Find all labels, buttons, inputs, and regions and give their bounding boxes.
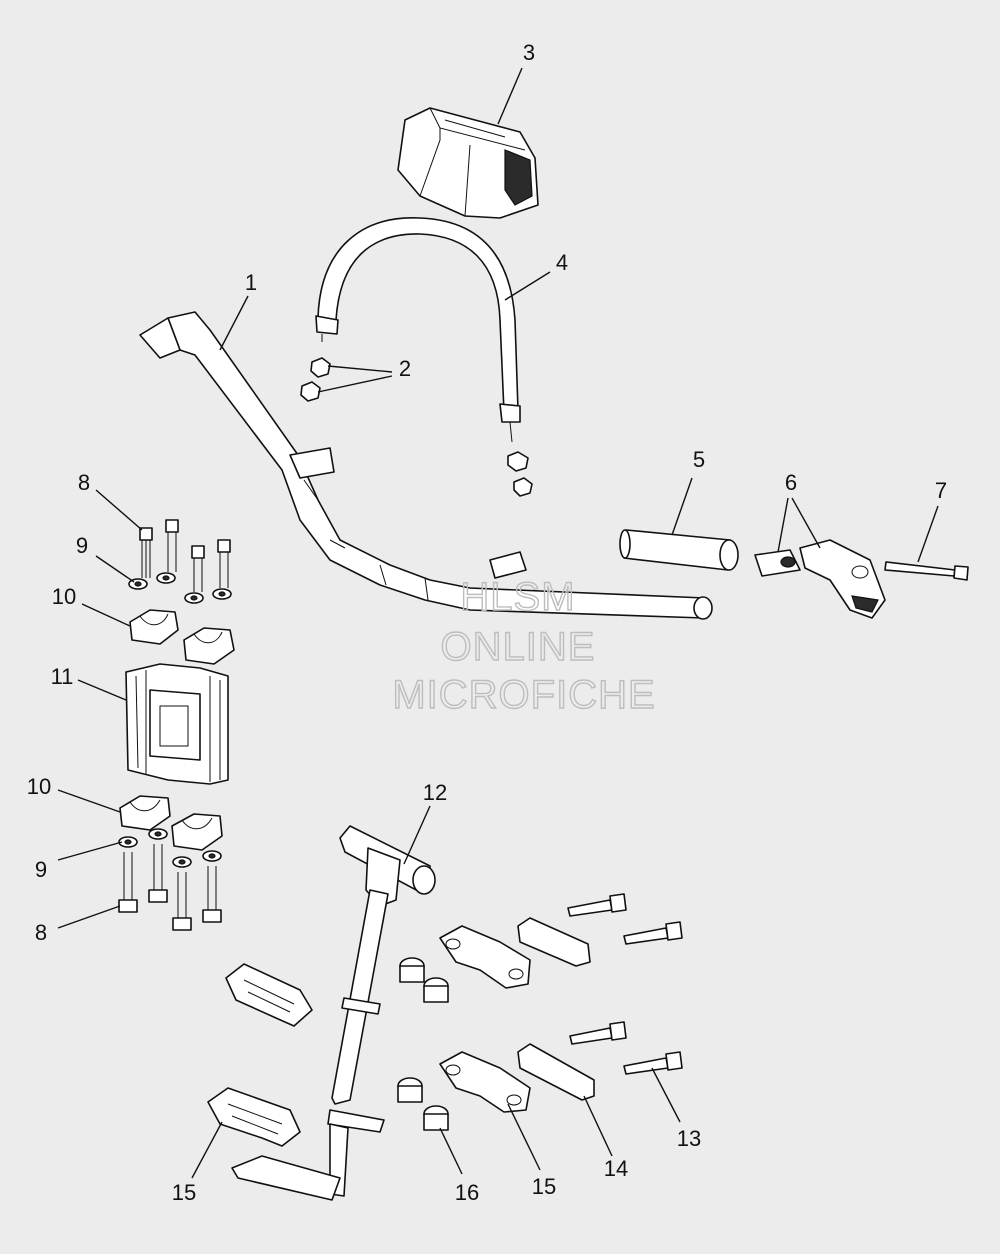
callout-8-lower[interactable]: 8 xyxy=(35,920,47,945)
bracket-set-upper xyxy=(225,893,683,1027)
part-5-grip xyxy=(619,529,739,571)
callout-4[interactable]: 4 xyxy=(556,250,568,275)
callout-10-lower[interactable]: 10 xyxy=(27,774,51,799)
part-10-lower-clamps xyxy=(119,795,223,851)
part-8-9-upper-bolts-washers xyxy=(128,519,232,604)
callout-14[interactable]: 14 xyxy=(604,1156,628,1181)
callout-3[interactable]: 3 xyxy=(523,40,535,65)
watermark-line-2: ONLINE xyxy=(441,625,596,669)
callout-10-upper[interactable]: 10 xyxy=(52,584,76,609)
part-4-arch-tube xyxy=(315,217,521,443)
callout-13[interactable]: 13 xyxy=(677,1126,701,1151)
leader-lines xyxy=(57,67,939,1179)
part-11-riser xyxy=(125,663,229,785)
callout-8-upper[interactable]: 8 xyxy=(78,470,90,495)
part-2-nuts xyxy=(300,357,533,497)
part-8-9-lower-bolts-washers xyxy=(118,828,222,931)
callout-9-upper[interactable]: 9 xyxy=(76,533,88,558)
watermark: HLSM ONLINE MICROFICHE xyxy=(392,574,656,717)
callout-9-lower[interactable]: 9 xyxy=(35,857,47,882)
watermark-line-1: HLSM xyxy=(460,575,575,619)
callout-16[interactable]: 16 xyxy=(455,1180,479,1205)
part-12-steering-post xyxy=(231,825,436,1201)
callout-6[interactable]: 6 xyxy=(785,470,797,495)
callout-2[interactable]: 2 xyxy=(399,356,411,381)
part-3-cover xyxy=(397,107,539,219)
callout-11[interactable]: 11 xyxy=(51,664,74,689)
part-7-bolt xyxy=(884,561,969,581)
callout-1[interactable]: 1 xyxy=(245,270,257,295)
callout-12[interactable]: 12 xyxy=(423,780,447,805)
callout-15-left[interactable]: 15 xyxy=(172,1180,196,1205)
callout-labels: 1 2 3 4 5 6 7 8 9 10 11 10 9 8 12 13 14 … xyxy=(27,40,947,1205)
callout-5[interactable]: 5 xyxy=(693,447,705,472)
callout-15-right[interactable]: 15 xyxy=(532,1174,556,1199)
part-1-handlebar xyxy=(139,311,713,620)
callout-7[interactable]: 7 xyxy=(935,478,947,503)
watermark-line-3: MICROFICHE xyxy=(392,673,655,717)
part-6-fittings xyxy=(754,539,886,619)
part-10-upper-clamps xyxy=(129,609,235,665)
bracket-set-lower xyxy=(207,1021,683,1147)
